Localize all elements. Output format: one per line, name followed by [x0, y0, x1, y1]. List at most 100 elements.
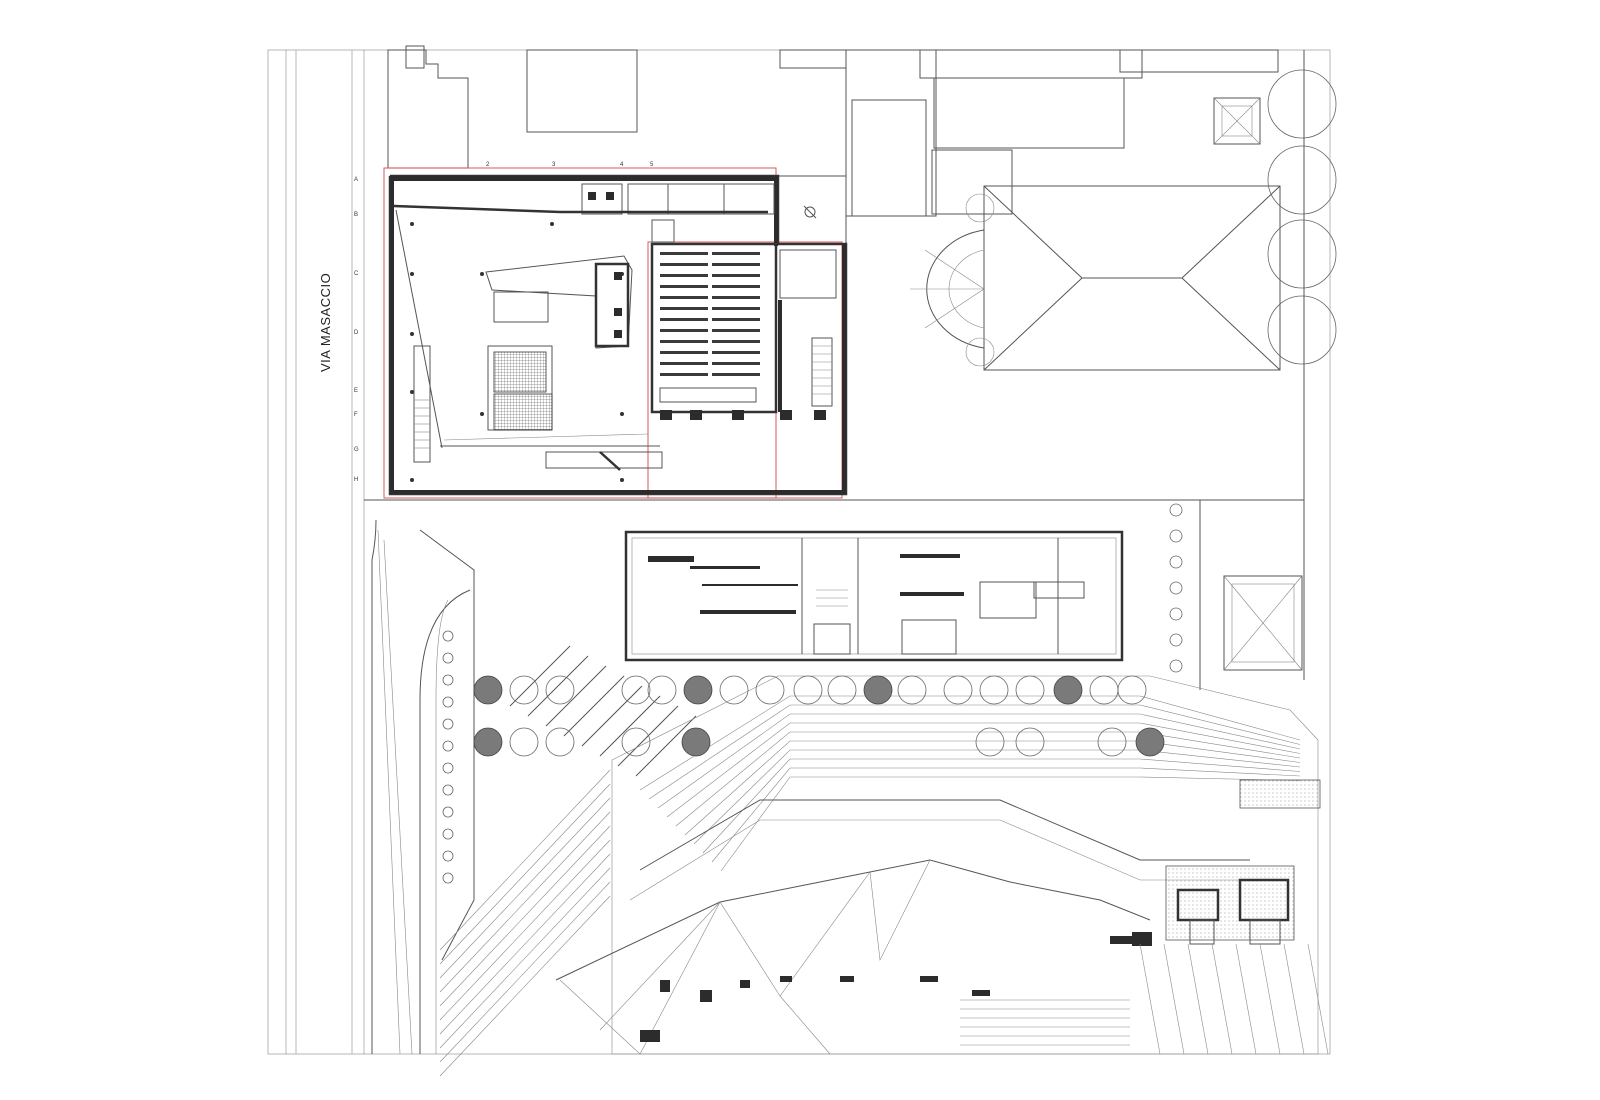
seat-row	[712, 329, 760, 332]
seat-row	[712, 351, 760, 354]
bench-icon	[442, 740, 454, 752]
auditorium-seating	[660, 252, 760, 376]
seat-row	[712, 373, 760, 376]
tree-icon	[1117, 675, 1147, 705]
canopy-triangulation	[555, 859, 1151, 1055]
bench-icon	[442, 872, 454, 884]
tree-icon	[1089, 675, 1119, 705]
platform-stripe	[1235, 943, 1257, 1055]
tree-icon	[1169, 633, 1183, 647]
parking-stripe	[635, 715, 697, 777]
parking-stripe	[439, 895, 611, 1077]
plaza-contour	[702, 758, 1301, 854]
neighbour-buildings-top	[387, 45, 1281, 371]
kiosk-right	[1223, 575, 1303, 671]
tree-row-right	[1267, 69, 1337, 365]
seat-row	[712, 252, 760, 255]
plaza-contour	[648, 704, 1301, 800]
plaza-contour	[711, 767, 1301, 863]
tree-icon	[545, 727, 575, 757]
seat-row	[712, 307, 760, 310]
seat-row	[660, 285, 708, 288]
grid-row-label: F	[354, 412, 358, 418]
grid-row-label: D	[354, 330, 359, 336]
seat-row	[712, 318, 760, 321]
seat-row	[660, 263, 708, 266]
grid-col-labels: 2 3 4 5	[486, 162, 654, 168]
platform-stripe	[1283, 943, 1305, 1055]
bench-icon	[442, 696, 454, 708]
tree-icon	[1169, 607, 1183, 621]
platform-stripe	[1163, 943, 1185, 1055]
tree-icon	[1169, 503, 1183, 517]
parking-stripe	[509, 645, 571, 707]
bench-icon	[442, 762, 454, 774]
parking-stripe	[527, 655, 589, 717]
seat-row	[660, 318, 708, 321]
via-masaccio-street: VIA MASACCIO	[285, 50, 365, 1054]
stair-right	[812, 345, 832, 395]
landscape	[371, 519, 1329, 1077]
seat-row	[712, 296, 760, 299]
seat-row	[712, 274, 760, 277]
bench-icon	[442, 718, 454, 730]
parking-stripes	[439, 645, 697, 1077]
grid-col-label: 5	[650, 162, 654, 168]
plaza-contour	[657, 713, 1301, 809]
grid-col-label: 4	[620, 162, 624, 168]
platform-stripe	[1307, 943, 1329, 1055]
tree-icon	[1015, 727, 1045, 757]
parking-stripe	[545, 665, 607, 727]
plaza-contour	[693, 749, 1301, 845]
bench-icon	[442, 630, 454, 642]
auditorium-building	[383, 167, 848, 499]
tree-icon	[793, 675, 823, 705]
tree-icon	[943, 675, 973, 705]
tree-icon	[1169, 529, 1183, 543]
tree-icon	[473, 675, 503, 705]
tree-icon	[979, 675, 1009, 705]
plaza-contours	[639, 695, 1301, 872]
stair-left	[414, 399, 430, 449]
tree-icon	[975, 727, 1005, 757]
grid-row-labels: A B C D E F G H	[354, 177, 359, 483]
plaza-contour	[684, 740, 1301, 836]
parking-stripe	[439, 811, 611, 993]
bench-icon	[442, 806, 454, 818]
seat-row	[660, 329, 708, 332]
grid-row-label: A	[354, 177, 358, 183]
seat-row	[660, 274, 708, 277]
tree-icon	[683, 675, 713, 705]
platform-stripe	[1139, 943, 1161, 1055]
tree-icon	[647, 675, 677, 705]
auditorium-hall	[650, 242, 778, 414]
seat-row	[660, 362, 708, 365]
parking-stripe	[599, 695, 661, 757]
north-arrow-icon	[804, 206, 816, 218]
tree-icon	[1169, 659, 1183, 673]
platform-stripe	[1259, 943, 1281, 1055]
parking-stripe	[439, 853, 611, 1035]
seat-row	[712, 340, 760, 343]
tree-icon	[897, 675, 927, 705]
parking-stripe	[563, 675, 625, 737]
tree-icon	[509, 675, 539, 705]
tree-column-mid	[1169, 503, 1183, 673]
tree-icon	[719, 675, 749, 705]
parking-stripe	[439, 797, 611, 979]
seat-row	[660, 351, 708, 354]
tree-icon	[621, 675, 651, 705]
tree-icon	[1169, 555, 1183, 569]
tree-icon	[755, 675, 785, 705]
tree-icon	[1135, 727, 1165, 757]
tree-icon	[1169, 581, 1183, 595]
street-label: VIA MASACCIO	[318, 273, 333, 372]
grid-row-label: E	[354, 388, 358, 394]
seat-row	[660, 340, 708, 343]
seat-row	[660, 373, 708, 376]
seat-row	[712, 263, 760, 266]
parking-stripe	[439, 839, 611, 1021]
grid-row-label: B	[354, 212, 358, 218]
tree-icon	[545, 675, 575, 705]
